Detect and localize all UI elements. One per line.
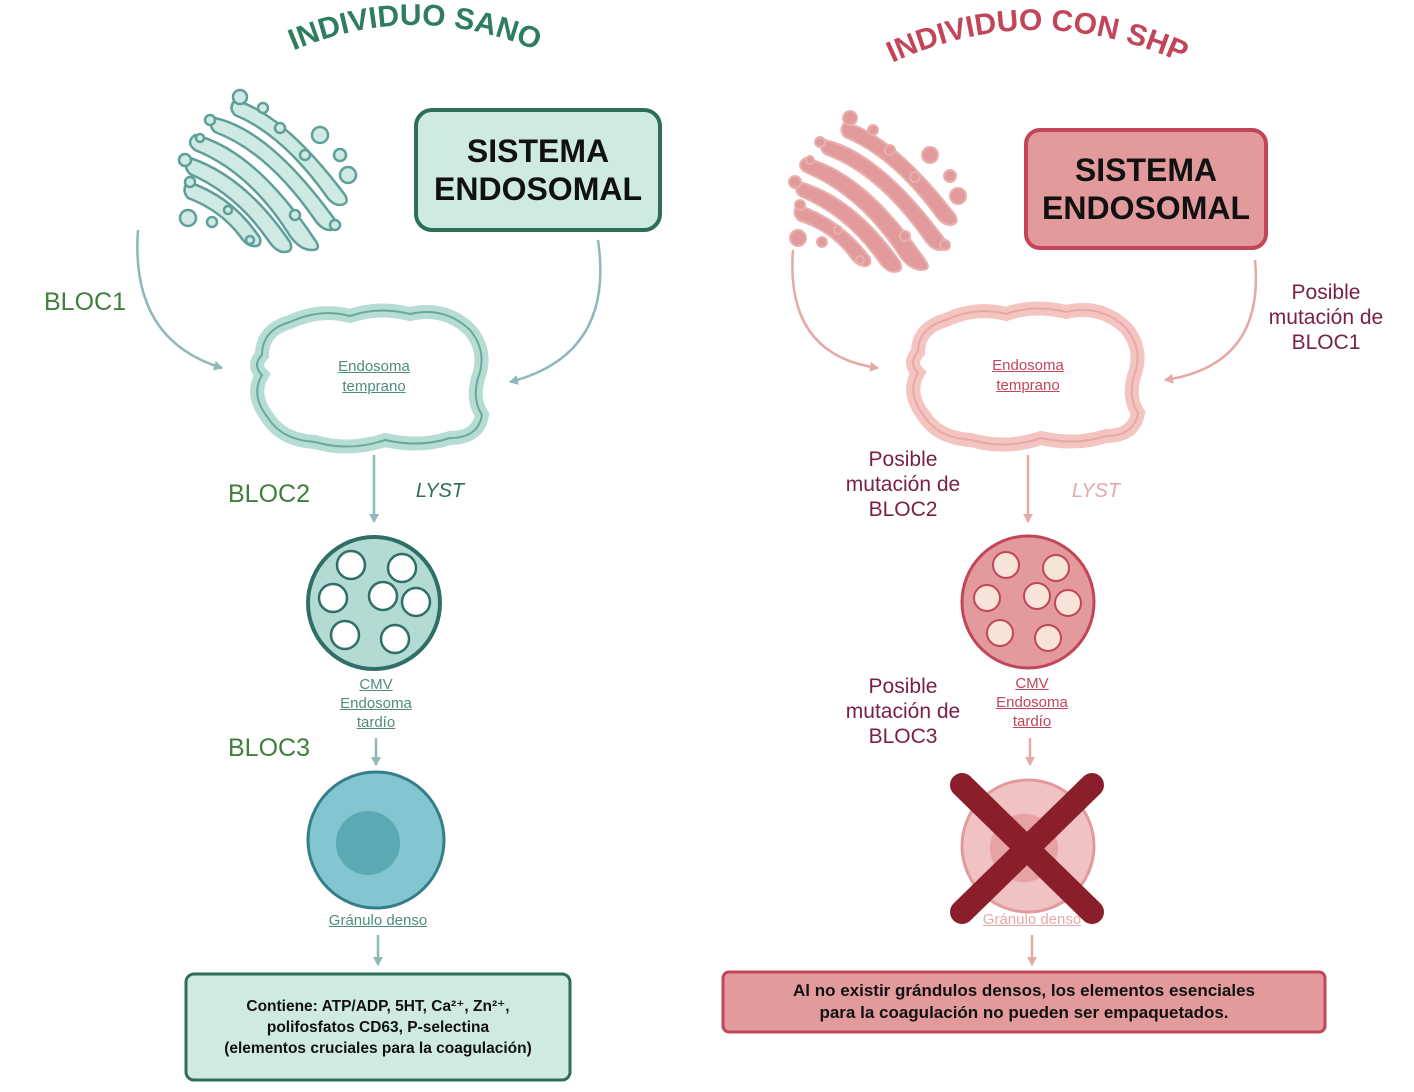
late-endosome-mvb-shp [960,534,1096,670]
lyst-label: LYST [415,480,465,502]
endosomal-system-box-healthy [414,108,662,232]
bloc3-label: BLOC3 [228,734,310,762]
lyst-label-shp: LYST [1071,480,1121,502]
early-endosome-label-healthy: Endosoma temprano [338,358,410,395]
arrow-endosomal-to-early-endosome [509,239,602,385]
endosomal-system-label-shp: SISTEMA ENDOSOMAL [1042,152,1250,226]
dense-granule-label-healthy: Gránulo denso [328,912,428,929]
endosomal-system-label-healthy: SISTEMA ENDOSOMAL [434,133,642,207]
left-title: INDIVIDUO SANO [284,0,546,57]
early-endosome-label-shp: Endosoma temprano [992,357,1064,394]
late-endosome-label-shp: CMV Endosoma tardío [996,675,1068,730]
right-title: INDIVIDUO CON SHP [882,4,1193,69]
result-box-shp [721,970,1327,1034]
golgi-apparatus-shp [788,110,967,274]
bloc2-label: BLOC2 [228,480,310,508]
arrow-endosomal-to-early-endosome-shp [1164,259,1258,384]
bloc2-mutation-label: Posible mutación de BLOC2 [845,448,961,521]
golgi-apparatus-healthy [177,88,358,254]
result-text-shp: Al no existir grándulos densos, los elem… [793,981,1255,1022]
dense-granule-label-shp: Gránulo denso [982,911,1082,928]
late-endosome-mvb-healthy [306,535,442,671]
late-endosome-label-healthy: CMV Endosoma tardío [340,676,412,731]
arrow-golgi-to-early-endosome [136,229,223,371]
arrow-golgi-to-early-endosome-shp [791,249,879,372]
cross-icon [950,773,1104,924]
dense-granule-healthy [306,770,446,910]
bloc1-label: BLOC1 [44,288,126,316]
contents-box-healthy [184,972,572,1082]
bloc3-mutation-label: Posible mutación de BLOC3 [845,675,961,748]
endosomal-system-box-shp [1024,128,1268,250]
contents-text-healthy: Contiene: ATP/ADP, 5HT, Ca²⁺, Zn²⁺, poli… [224,997,532,1057]
bloc1-mutation-label: Posible mutación de BLOC1 [1268,281,1384,354]
